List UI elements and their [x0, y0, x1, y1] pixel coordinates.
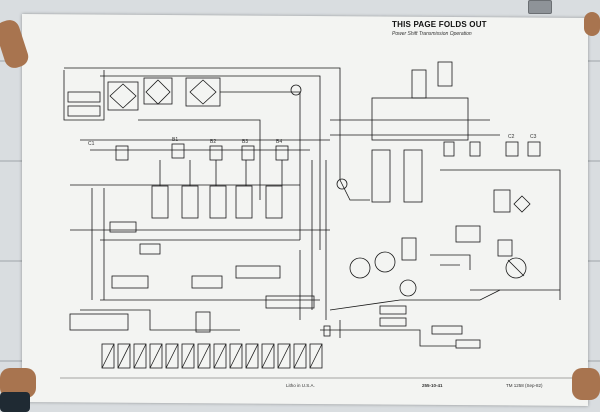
- spool-valve: [371, 149, 391, 203]
- header-title: THIS PAGE FOLDS OUT: [392, 20, 487, 29]
- valve-body: [455, 225, 481, 243]
- disc-pack-row: [101, 343, 323, 369]
- pipe: [63, 70, 105, 121]
- relief-valve: [195, 311, 211, 333]
- cooler-block: [379, 317, 407, 327]
- clutch-disc: [349, 257, 371, 279]
- spool-valve: [411, 69, 427, 99]
- filter-box: [143, 77, 173, 105]
- directional-valve: [69, 313, 129, 331]
- cooler-block: [431, 325, 463, 335]
- clutch-disc: [399, 279, 417, 297]
- clutch-cylinder: [171, 143, 185, 159]
- pump-arrow: [507, 259, 525, 277]
- footer-page: 255-10-41: [422, 383, 443, 388]
- clutch-label: B4: [276, 139, 283, 145]
- sleeve-bottom-left: [0, 392, 30, 412]
- clutch-label: B3: [242, 139, 249, 145]
- spool-valve: [235, 185, 253, 219]
- side-label: C3: [530, 134, 537, 140]
- control-block: [67, 91, 101, 103]
- directional-valve: [111, 275, 149, 289]
- clutch-cylinder: [505, 141, 519, 157]
- clutch-cylinder: [241, 145, 255, 161]
- pipe: [339, 179, 370, 201]
- pipe: [220, 91, 301, 240]
- gauge: [290, 84, 302, 96]
- pipe: [320, 329, 456, 347]
- clutch-label: C1: [88, 141, 95, 147]
- clutch-cylinder: [275, 145, 289, 161]
- valve-body: [497, 239, 513, 257]
- directional-valve: [235, 265, 281, 279]
- clutch-cylinder: [115, 145, 129, 161]
- clutch-cylinder: [469, 141, 481, 157]
- clutch-cylinder: [527, 141, 541, 157]
- pressure-gauge: [336, 178, 348, 190]
- hand-top-right: [584, 12, 600, 36]
- filter-diamond: [513, 195, 531, 213]
- control-block: [67, 105, 101, 117]
- hand-bottom-right: [572, 368, 600, 400]
- spool-valve: [181, 185, 199, 219]
- cooler-block: [455, 339, 481, 349]
- filter-diamond: [145, 79, 171, 105]
- directional-valve: [265, 295, 315, 309]
- side-label: C2: [508, 134, 515, 140]
- pump: [505, 257, 527, 279]
- spool-valve: [151, 185, 169, 219]
- clutch-cylinder: [209, 145, 223, 161]
- spool-valve: [437, 61, 453, 87]
- pipe: [329, 289, 501, 311]
- footer-manual: TM 1258 (Sep-82): [506, 383, 543, 388]
- spool-valve: [265, 185, 283, 219]
- filter-diamond: [189, 79, 217, 105]
- header-subtitle: Power Shift Transmission Operation: [392, 31, 472, 37]
- filter-diamond: [109, 83, 137, 109]
- control-housing: [371, 97, 469, 141]
- spool-valve: [209, 185, 227, 219]
- pipe: [430, 254, 471, 270]
- regulator: [109, 221, 137, 233]
- directional-valve: [191, 275, 223, 289]
- pipe: [80, 309, 240, 331]
- spool-valve: [401, 237, 417, 261]
- cooler-block: [379, 305, 407, 315]
- wall-clip: [528, 0, 552, 14]
- clutch-label: B1: [172, 137, 179, 143]
- clutch-cylinder: [443, 141, 455, 157]
- reservoir: [323, 325, 331, 337]
- pipe: [440, 169, 561, 300]
- filter-box: [185, 77, 221, 107]
- pipe: [138, 119, 261, 200]
- clutch-disc: [374, 251, 396, 273]
- clutch-label: B2: [210, 139, 217, 145]
- spool-valve: [403, 149, 423, 203]
- filter-box: [107, 81, 139, 111]
- pipe: [64, 67, 341, 180]
- regulator: [139, 243, 161, 255]
- accumulator: [493, 189, 511, 213]
- pipe: [100, 75, 321, 250]
- footer-printed: Litho in U.S.A.: [286, 383, 315, 388]
